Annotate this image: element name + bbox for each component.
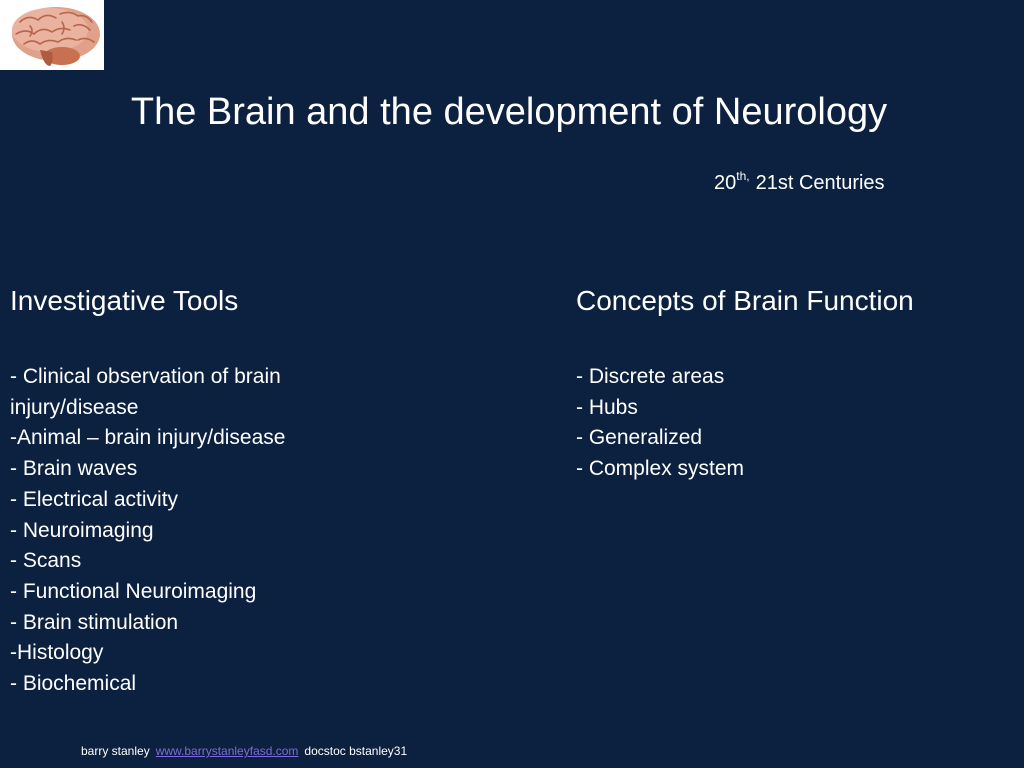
list-item: - Hubs: [576, 395, 638, 419]
list-item: - Brain waves: [10, 457, 138, 481]
list-item: - Clinical observation of brain injury/d…: [10, 365, 281, 419]
investigative-tools-list: - Clinical observation of brain injury/d…: [10, 362, 350, 700]
list-item: - Brain stimulation: [10, 610, 179, 634]
slide-title: The Brain and the development of Neurolo…: [130, 91, 888, 133]
list-item: - Complex system: [576, 457, 745, 481]
list-item: - Biochemical: [10, 672, 137, 696]
list-item: - Neuroimaging: [10, 518, 154, 542]
list-item: - Functional Neuroimaging: [10, 579, 257, 603]
list-item: - Electrical activity: [10, 487, 179, 511]
footer-extra: docstoc bstanley31: [304, 744, 408, 758]
investigative-tools-heading: Investigative Tools: [10, 285, 239, 316]
footer-author: barry stanley: [81, 744, 150, 758]
list-item: - Scans: [10, 549, 82, 573]
subtitle-number: 20: [714, 172, 737, 194]
list-item: -Animal – brain injury/disease: [10, 426, 286, 450]
brain-icon: [0, 0, 104, 70]
footer-link[interactable]: www.barrystanleyfasd.com: [155, 744, 299, 758]
slide-footer: barry stanley www.barrystanleyfasd.com doc…: [81, 743, 407, 759]
subtitle-superscript: th,: [736, 169, 750, 183]
brain-function-heading: Concepts of Brain Function: [576, 285, 914, 316]
slide-subtitle: 20th, 21st Centuries: [714, 162, 885, 197]
list-item: -Histology: [10, 641, 104, 665]
brain-logo-image: [0, 0, 104, 70]
subtitle-rest: 21st Centuries: [755, 172, 885, 194]
list-item: - Generalized: [576, 426, 703, 450]
brain-function-list: - Discrete areas - Hubs - Generalized - …: [576, 362, 744, 485]
list-item: - Discrete areas: [576, 365, 725, 388]
